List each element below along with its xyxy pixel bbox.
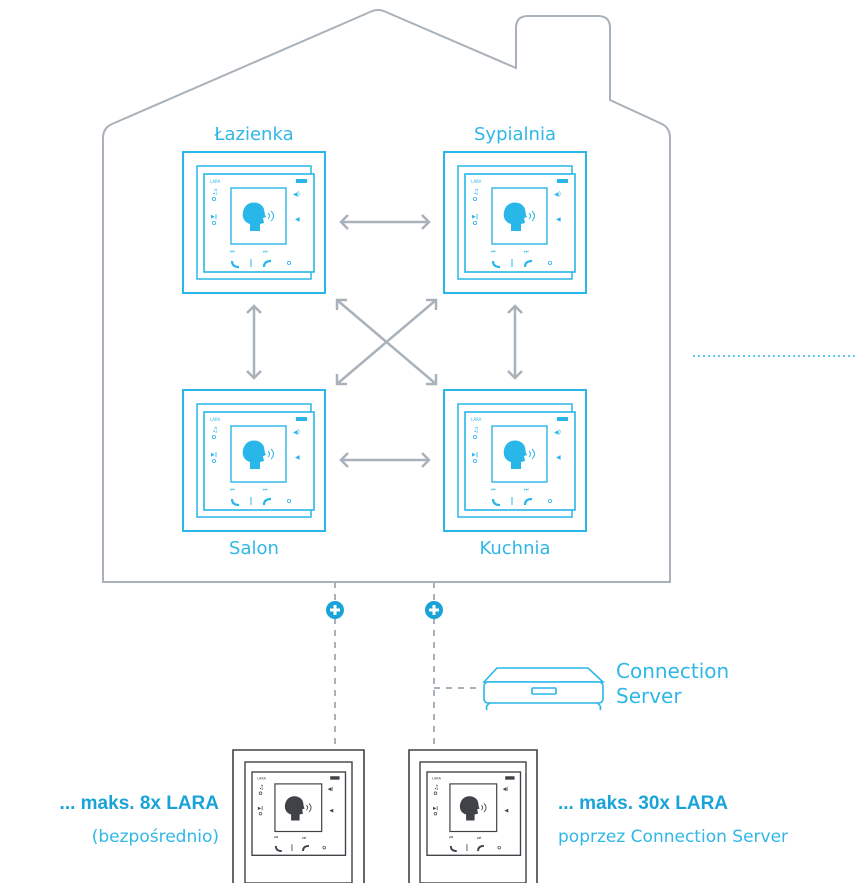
device-bathroom [182, 151, 326, 294]
device-direct-extra [232, 749, 365, 883]
plus-icon [326, 601, 344, 619]
direct-max-subtitle: (bezpośrednio) [92, 827, 219, 847]
server-max-subtitle: poprzez Connection Server [558, 827, 788, 847]
device-bedroom [443, 151, 587, 294]
direct-max-title: ... maks. 8x LARA [60, 793, 220, 814]
arrow-left [245, 304, 263, 380]
room-label-living-room: Salon [229, 538, 279, 559]
arrow-right [506, 304, 524, 380]
server-max-title: ... maks. 30x LARA [558, 793, 728, 814]
connection-server-icon [482, 667, 606, 711]
arrow-bottom [339, 451, 431, 469]
connection-server-label-line1: Connection [616, 659, 729, 683]
room-label-bedroom: Sypialnia [474, 124, 556, 145]
connection-server-label-line2: Server [616, 684, 682, 708]
device-kitchen [443, 389, 587, 532]
plus-icon [425, 601, 443, 619]
arrow-diagonals [335, 298, 438, 386]
device-server-extra [408, 749, 538, 883]
device-living-room [182, 389, 326, 532]
house-outline [102, 9, 671, 583]
room-label-bathroom: Łazienka [213, 124, 293, 145]
arrow-top [339, 213, 431, 231]
room-label-kitchen: Kuchnia [479, 538, 550, 559]
